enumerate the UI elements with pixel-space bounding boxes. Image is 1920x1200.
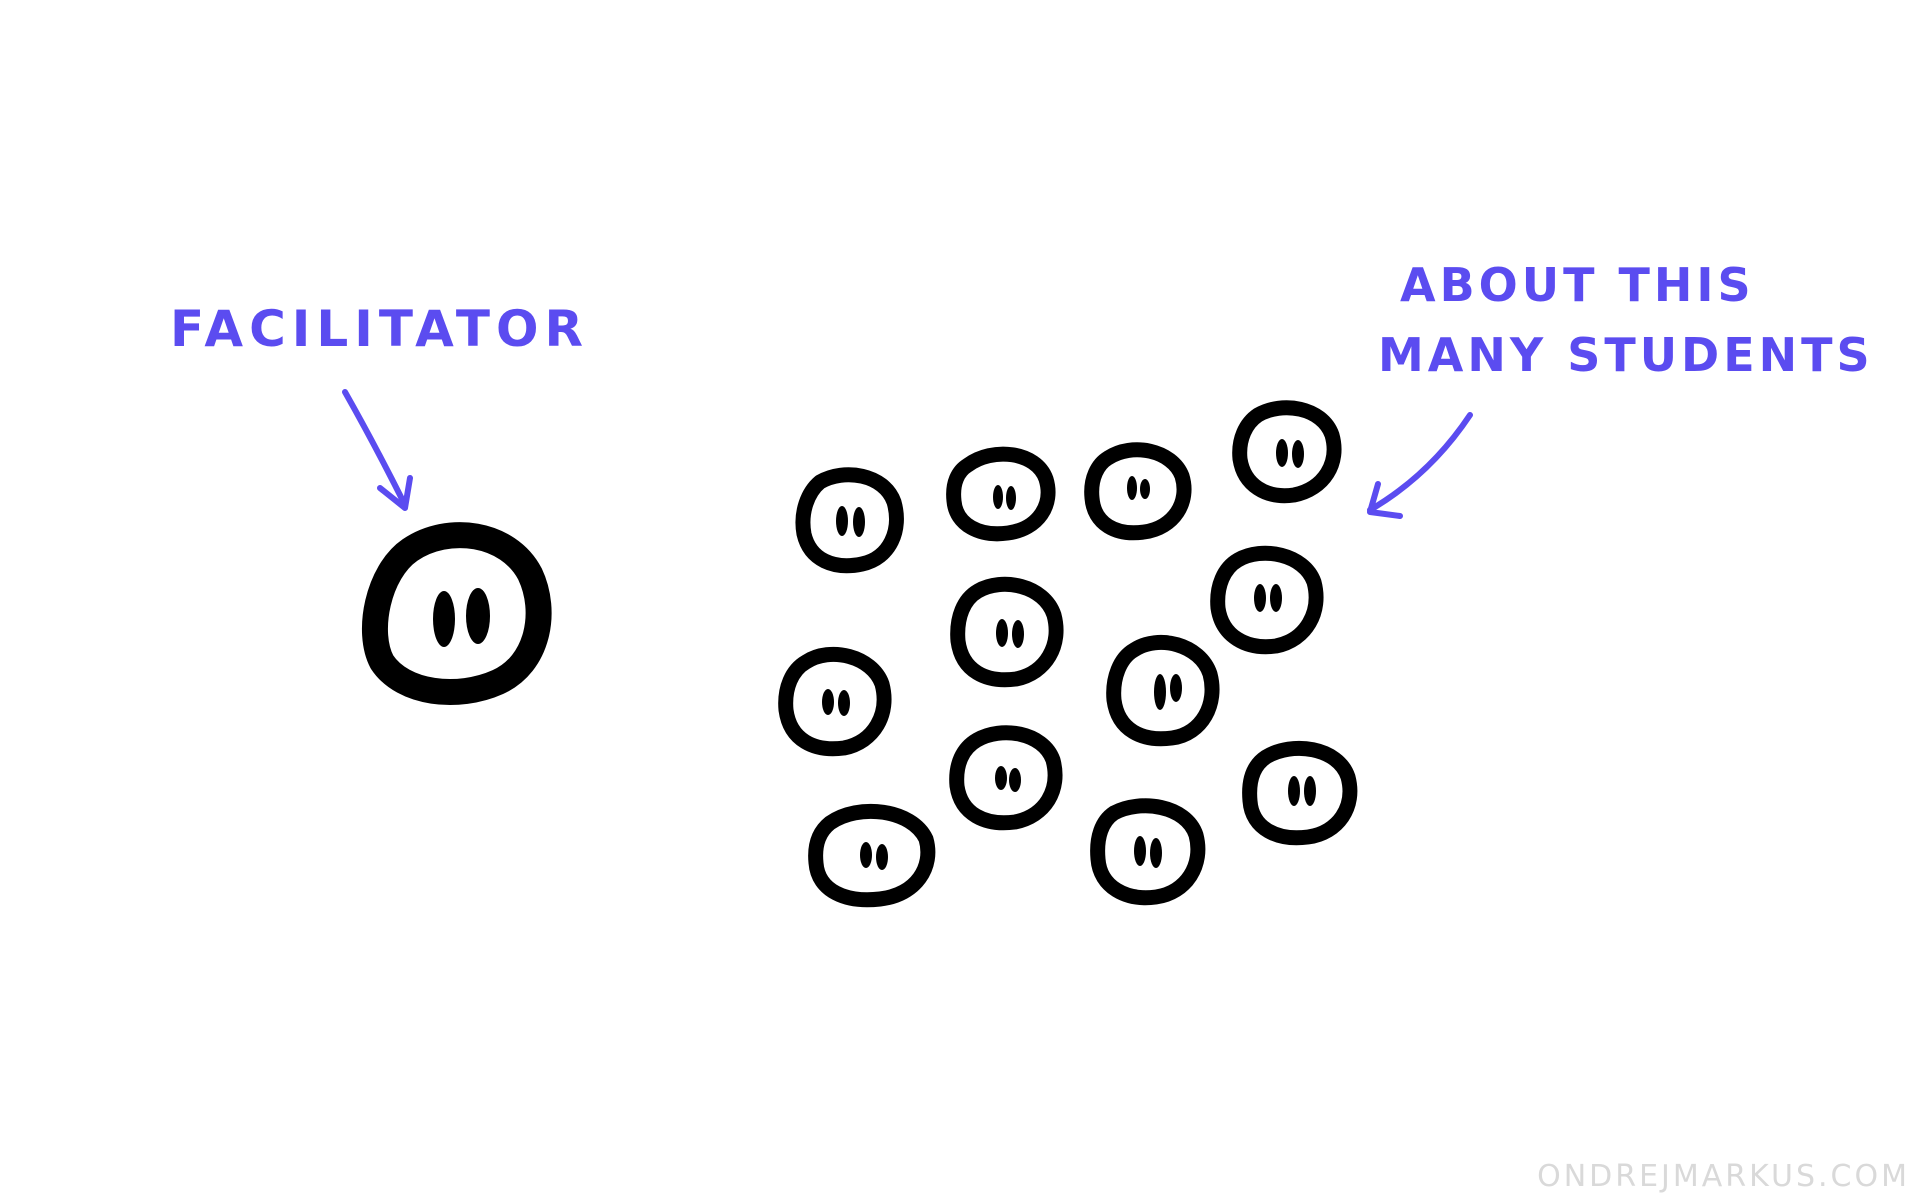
student-figure bbox=[949, 725, 1063, 831]
student-figure bbox=[808, 803, 936, 908]
students-arrow bbox=[1367, 412, 1473, 519]
students-label-line-1: ABOUT THIS bbox=[1400, 258, 1755, 312]
facilitator-figure bbox=[362, 522, 552, 705]
student-figure bbox=[778, 646, 892, 757]
student-figure bbox=[1242, 740, 1358, 846]
student-figure bbox=[950, 576, 1064, 688]
student-figure bbox=[1210, 545, 1324, 655]
students-label: ABOUT THIS MANY STUDENTS bbox=[1378, 250, 1874, 390]
students-label-line-2: MANY STUDENTS bbox=[1378, 328, 1874, 382]
student-figure bbox=[795, 467, 904, 574]
student-figure bbox=[1232, 400, 1342, 504]
student-figure bbox=[1084, 442, 1192, 541]
student-figure bbox=[1106, 635, 1220, 747]
watermark: ONDREJMARKUS.COM bbox=[1537, 1159, 1910, 1194]
student-figure bbox=[1090, 798, 1206, 906]
facilitator-arrow bbox=[342, 389, 413, 511]
students-group bbox=[778, 400, 1358, 908]
facilitator-label: FACILITATOR bbox=[170, 300, 590, 358]
student-figure bbox=[946, 446, 1056, 542]
